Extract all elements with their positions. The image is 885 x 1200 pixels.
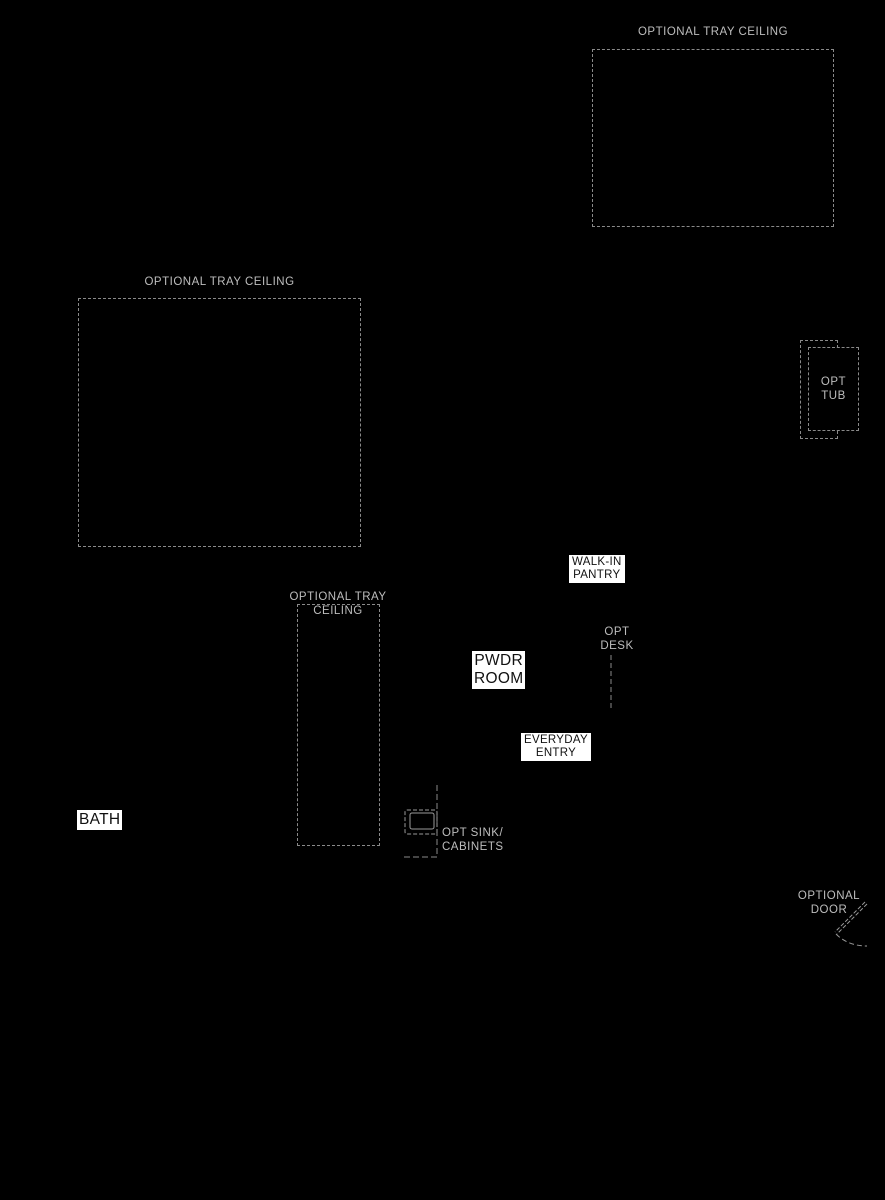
pwdr-room-line1: PWDR [474, 652, 523, 669]
room-tag-everyday-entry: EVERYDAY ENTRY [521, 733, 591, 761]
tray-ceiling-outline-left [78, 298, 361, 547]
opt-tub-line1: OPT [820, 376, 847, 388]
tray-ceiling-label-top-right: OPTIONAL TRAY CEILING [637, 26, 789, 38]
optional-door-swing-arc-icon [835, 933, 868, 947]
sink-icon-outer [404, 809, 438, 835]
pwdr-room-line2: ROOM [474, 670, 524, 687]
walk-in-pantry-line2: PANTRY [573, 569, 621, 581]
tray-ceiling-center-line2: CEILING [313, 605, 363, 617]
opt-tub-line2: TUB [821, 390, 846, 402]
optional-door-line1: OPTIONAL [797, 890, 861, 902]
opt-tub-inner-outline [808, 347, 859, 431]
opt-sink-line1: OPT SINK/ [442, 827, 504, 839]
tray-ceiling-label-left: OPTIONAL TRAY CEILING [144, 276, 295, 288]
everyday-entry-line2: ENTRY [535, 747, 577, 759]
opt-tub-label: OPT TUB [808, 375, 859, 403]
optional-door-line2: DOOR [810, 904, 848, 916]
opt-desk-label: OPT DESK [592, 625, 642, 653]
optional-door-label: OPTIONAL DOOR [792, 889, 866, 917]
walk-in-pantry-line1: WALK-IN [572, 556, 622, 568]
opt-desk-line1: OPT [604, 626, 630, 638]
sink-icon-inner [409, 812, 435, 830]
everyday-entry-line1: EVERYDAY [524, 734, 588, 746]
opt-sink-line2: CABINETS [442, 841, 504, 853]
room-tag-pwdr-room: PWDR ROOM [472, 651, 526, 689]
room-tag-walk-in-pantry: WALK-IN PANTRY [569, 555, 625, 583]
tray-ceiling-outline-top-right [592, 49, 834, 227]
opt-sink-cabinet-line [402, 785, 438, 858]
tray-ceiling-outline-center [297, 604, 380, 846]
optional-door-leaf-icon-2 [834, 901, 866, 933]
opt-sink-cabinets-label: OPT SINK/ CABINETS [442, 826, 504, 854]
optional-door-leaf-icon [836, 903, 868, 935]
tray-ceiling-center-line1: OPTIONAL TRAY [289, 591, 387, 603]
opt-desk-line2: DESK [600, 640, 634, 652]
tray-ceiling-label-center: OPTIONAL TRAY CEILING [283, 590, 393, 618]
room-tag-bath: BATH [77, 810, 123, 830]
